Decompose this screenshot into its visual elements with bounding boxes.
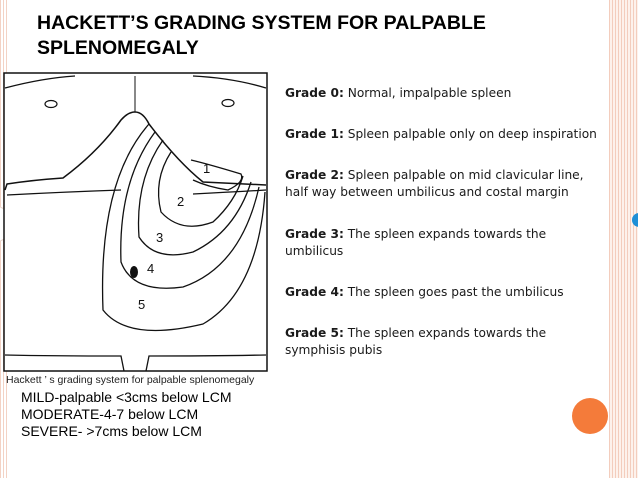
abdomen-diagram: 1 2 3 4 5 (3, 72, 268, 372)
grade-5-contour (101, 123, 266, 332)
umbilicus-mark (130, 266, 138, 278)
grade-item: Grade 2: Spleen palpable on mid clavicul… (285, 167, 609, 201)
grade-mark-4: 4 (147, 261, 154, 276)
grade-label: Grade 4: (285, 285, 344, 299)
right-groin-line (145, 354, 267, 372)
grade-label: Grade 0: (285, 86, 344, 100)
grade-text-continued: umbilicus (285, 244, 344, 258)
grade-text: The spleen goes past the umbilicus (347, 285, 564, 299)
rib-edge-right (192, 189, 267, 195)
grade-item: Grade 3: The spleen expands towards the … (285, 226, 609, 260)
grade-mark-3: 3 (156, 230, 163, 245)
slide-title: HACKETT’S GRADING SYSTEM FOR PALPABLE SP… (37, 11, 577, 61)
right-nipple-mark (221, 98, 235, 108)
severity-mild: MILD-palpable <3cms below LCM (21, 389, 232, 405)
severity-moderate: MODERATE-4-7 below LCM (21, 406, 199, 422)
left-shoulder-line (4, 75, 76, 89)
diagram-frame (3, 72, 268, 372)
grade-4-contour (120, 131, 260, 289)
left-groin-line (4, 354, 125, 372)
title-line-2: SPLENOMEGALY (37, 37, 199, 59)
rib-edge-left (6, 189, 122, 196)
grade-text-continued: half way between umbilicus and costal ma… (285, 185, 569, 199)
orange-circle-decoration (572, 398, 608, 434)
left-nipple-mark (44, 99, 58, 109)
right-shoulder-line (192, 75, 267, 89)
right-costal-margin (4, 111, 136, 191)
severity-list: MILD-palpable <3cms below LCM MODERATE-4… (21, 389, 231, 440)
grade-text: Spleen palpable only on deep inspiration (347, 127, 597, 141)
title-line-1: HACKETT’S GRADING SYSTEM FOR PALPABLE (37, 12, 486, 34)
grade-text: The spleen expands towards the (347, 227, 547, 241)
grade-item: Grade 1: Spleen palpable only on deep in… (285, 126, 609, 143)
grade-item: Grade 5: The spleen expands towards the … (285, 325, 609, 359)
grade-text: Normal, impalpable spleen (347, 86, 512, 100)
grade-label: Grade 5: (285, 326, 344, 340)
grade-label: Grade 1: (285, 127, 344, 141)
grade-text: Spleen palpable on mid clavicular line, (347, 168, 584, 182)
grade-2-contour (157, 151, 244, 227)
grade-text-continued: symphisis pubis (285, 343, 383, 357)
grade-item: Grade 0: Normal, impalpable spleen (285, 85, 609, 102)
grade-3-contour (137, 139, 252, 256)
grade-label: Grade 2: (285, 168, 344, 182)
blue-dot-decoration (632, 213, 638, 227)
grade-1-contour (190, 159, 243, 191)
grade-mark-2: 2 (177, 194, 184, 209)
grade-item: Grade 4: The spleen goes past the umbili… (285, 284, 609, 301)
diagram-caption: Hackett ’ s grading system for palpable … (6, 374, 255, 386)
grade-label: Grade 3: (285, 227, 344, 241)
severity-severe: SEVERE- >7cms below LCM (21, 423, 202, 439)
grade-mark-5: 5 (138, 297, 145, 312)
grade-text: The spleen expands towards the (347, 326, 547, 340)
right-border-decoration (609, 0, 638, 478)
grade-list: Grade 0: Normal, impalpable spleen Grade… (285, 82, 609, 372)
grade-mark-1: 1 (203, 161, 210, 176)
